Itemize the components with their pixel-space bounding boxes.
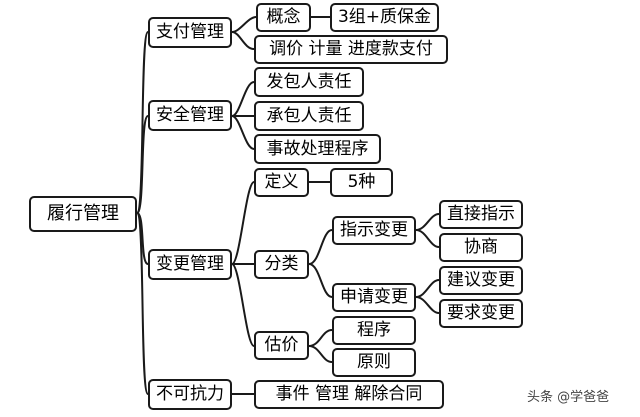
link-change-valuation	[231, 263, 255, 347]
accident-procedure-node[interactable]: 事故处理程序	[254, 134, 381, 164]
valuation-node[interactable]: 估价	[254, 331, 309, 360]
contractor-duty-node[interactable]: 承包人责任	[254, 101, 364, 131]
concept-node[interactable]: 概念	[256, 3, 311, 32]
link-class-application	[308, 263, 333, 298]
link-safety-employer	[231, 81, 255, 117]
principle-node[interactable]: 原则	[332, 348, 416, 377]
force-majeure-node[interactable]: 不可抗力	[148, 379, 232, 410]
application-change-node[interactable]: 申请变更	[332, 283, 416, 312]
link-instr-negotiate	[415, 229, 440, 248]
link-change-definition	[231, 181, 255, 265]
adjust-node[interactable]: 调价 计量 进度款支付	[254, 35, 448, 64]
definition-detail-node[interactable]: 5种	[330, 168, 393, 197]
instruction-change-node[interactable]: 指示变更	[332, 216, 416, 245]
force-majeure-detail-node[interactable]: 事件 管理 解除合同	[254, 380, 444, 409]
link-payment-concept	[231, 16, 257, 33]
classification-node[interactable]: 分类	[254, 250, 309, 279]
link-class-instruction	[308, 229, 333, 265]
suggest-change-node[interactable]: 建议变更	[439, 266, 523, 295]
link-root-force	[136, 212, 149, 395]
link-app-suggest	[415, 279, 440, 298]
link-val-principle	[308, 345, 333, 363]
link-payment-adjust	[231, 31, 255, 50]
safety-node[interactable]: 安全管理	[148, 100, 232, 131]
change-node[interactable]: 变更管理	[148, 249, 232, 280]
employer-duty-node[interactable]: 发包人责任	[254, 67, 364, 97]
link-instr-direct	[415, 213, 440, 231]
root-node[interactable]: 履行管理	[29, 196, 137, 232]
procedure-node[interactable]: 程序	[332, 316, 416, 345]
watermark: 头条 @学爸爸	[527, 390, 610, 405]
payment-node[interactable]: 支付管理	[148, 17, 232, 48]
negotiation-node[interactable]: 协商	[439, 233, 523, 262]
concept-detail-node[interactable]: 3组+质保金	[330, 3, 439, 32]
definition-node[interactable]: 定义	[254, 168, 309, 197]
link-app-request	[415, 296, 440, 314]
direct-instruction-node[interactable]: 直接指示	[439, 200, 523, 229]
link-root-safety	[136, 115, 149, 214]
request-change-node[interactable]: 要求变更	[439, 299, 523, 328]
link-val-procedure	[308, 329, 333, 347]
link-safety-accident	[231, 115, 255, 150]
